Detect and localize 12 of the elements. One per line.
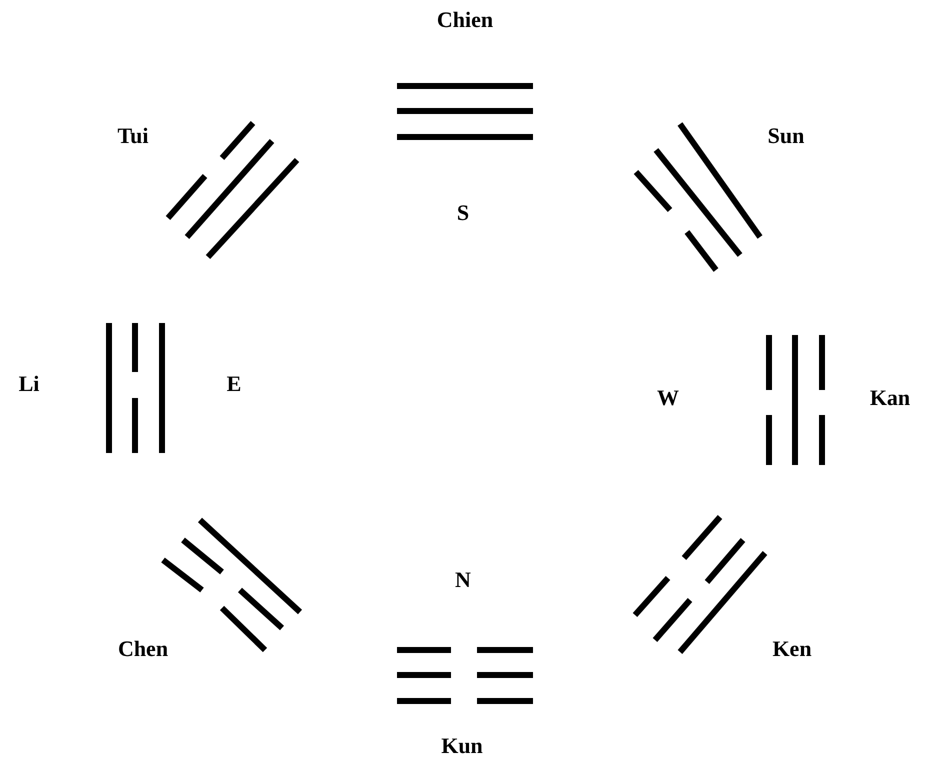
trigram-name: Chien (436, 9, 494, 31)
trigram-name: Kan (870, 387, 910, 409)
trigram-name: Kun (441, 735, 483, 757)
trigram-name: Ken (772, 638, 812, 660)
trigram-name: Chen (118, 638, 168, 660)
trigram-name: Sun (768, 125, 804, 147)
trigram-name: Li (18, 373, 40, 395)
direction-label: S (456, 202, 470, 224)
direction-label: W (657, 387, 679, 409)
direction-label: N (455, 569, 471, 591)
direction-label: E (226, 373, 242, 395)
trigram-name: Tui (118, 125, 148, 147)
